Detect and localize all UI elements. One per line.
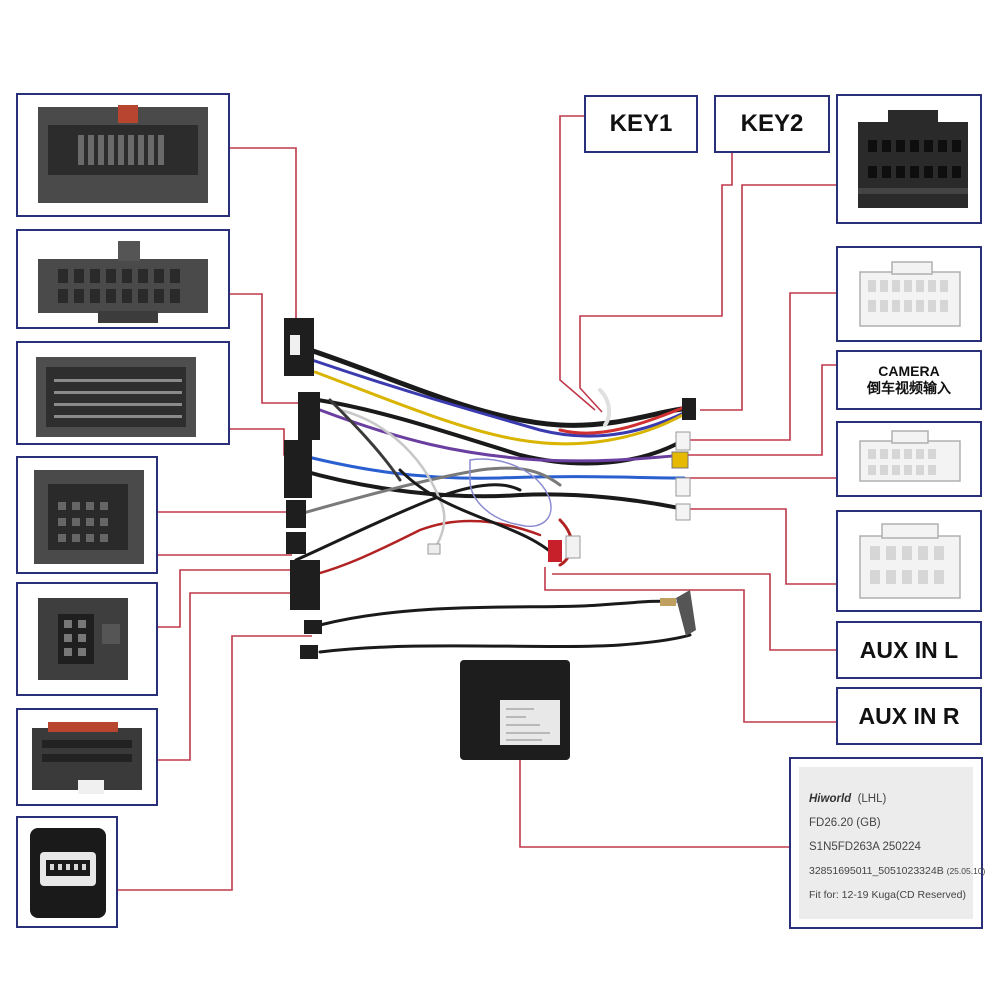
sticker-brand-suffix: (LHL): [857, 793, 887, 805]
aux-in-l-label: AUX IN L: [836, 621, 982, 679]
sticker-line-4: Fit for: 12-19 Kuga(CD Reserved): [809, 889, 966, 901]
leader-line-left-7: [158, 592, 296, 761]
white-connector-icon-1: [859, 261, 961, 327]
leader-line-left-1: [230, 147, 297, 330]
harness-plug-2: [298, 392, 320, 440]
rca-white: [565, 535, 581, 559]
aux-jack: [676, 590, 696, 636]
white-connector-icon-3: [859, 523, 961, 599]
leader-line-left-8: [118, 635, 312, 891]
camera-label: CAMERA 倒车视频输入: [836, 350, 982, 410]
rca-yellow: [671, 451, 689, 469]
usb-mini-icon: [30, 828, 106, 918]
white-connector-icon-2: [859, 430, 961, 482]
harness-plug-3: [284, 440, 312, 498]
sticker-brand: Hiworld: [809, 793, 852, 805]
leader-line-aux-l: [552, 573, 836, 651]
leader-line-sticker: [519, 760, 789, 848]
sticker-line-3-note: (25.05.10): [946, 866, 986, 876]
can-decoder-box: [460, 660, 570, 760]
leader-line-right-2: [686, 292, 836, 441]
connector-icon-small: [38, 598, 128, 680]
harness-plug-9: [675, 477, 691, 497]
harness-plug-5: [286, 532, 306, 554]
leader-line-left-6: [148, 569, 296, 628]
sticker-line-3: 32851695011_5051023324B: [809, 865, 944, 877]
connector-icon-square: [34, 470, 144, 564]
connector-box-right-2: [836, 246, 982, 342]
antenna-plug-2: [300, 645, 318, 659]
connector-box-left-3: [16, 341, 230, 445]
connector-icon-wide: [32, 722, 142, 794]
harness-plug-4: [286, 500, 306, 528]
connector-box-right-3: [836, 421, 982, 497]
aux-in-r-label: AUX IN R: [836, 687, 982, 745]
sticker-line-1: FD26.20 (GB): [809, 817, 881, 829]
leader-line-key2: [579, 152, 733, 413]
connector-box-left-4: [16, 456, 158, 574]
leader-line-right-4: [684, 508, 836, 585]
white-terminal: [427, 543, 441, 555]
connector-box-left-6: [16, 708, 158, 806]
leader-lines: [118, 115, 836, 891]
harness-plug-6: [290, 560, 320, 610]
connector-icon-gray-housing: [38, 241, 208, 323]
harness-connectors: [284, 318, 696, 659]
connector-icon-40pin: [38, 105, 208, 203]
antenna-plug-1: [304, 620, 322, 634]
iso-connector-icon: [858, 110, 968, 208]
camera-label-cn: 倒车视频输入: [867, 380, 951, 396]
connector-box-right-1: [836, 94, 982, 224]
leader-line-aux-r: [544, 567, 836, 723]
sticker-line-2: S1N5FD263A 250224: [809, 841, 921, 853]
key1-label: KEY1: [584, 95, 698, 153]
connector-box-left-5: [16, 582, 158, 696]
harness-plug-8: [675, 431, 691, 451]
connector-icon-multi-pin: [36, 357, 196, 437]
leader-line-key1: [559, 115, 596, 411]
connector-box-left-2: [16, 229, 230, 329]
leader-line-right-1: [700, 184, 836, 411]
harness-plug-7: [682, 398, 696, 420]
product-sticker: Hiworld (LHL) FD26.20 (GB) S1N5FD263A 25…: [789, 757, 985, 929]
wire-bundle: [294, 347, 693, 654]
leader-line-left-2: [230, 293, 308, 404]
sticker-text: Hiworld (LHL) FD26.20 (GB) S1N5FD263A 25…: [799, 767, 985, 919]
connector-box-right-4: [836, 510, 982, 612]
connector-box-left-1: [16, 93, 230, 217]
harness-plug-10: [675, 503, 691, 521]
camera-label-en: CAMERA: [878, 363, 940, 379]
leader-line-camera: [684, 364, 836, 456]
connector-box-left-7: [16, 816, 118, 928]
key2-label: KEY2: [714, 95, 830, 153]
rca-red: [548, 540, 562, 562]
